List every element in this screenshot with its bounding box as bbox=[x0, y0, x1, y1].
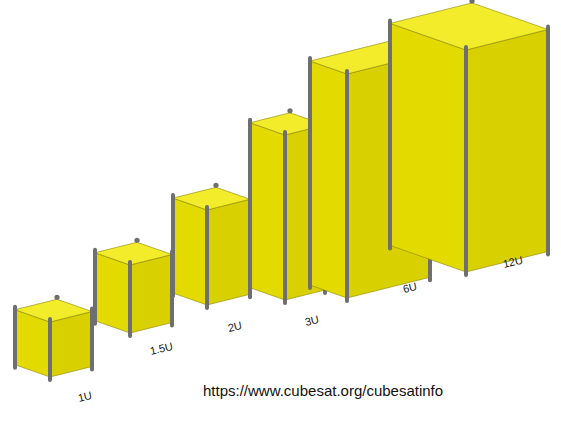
cubesat-rail bbox=[345, 71, 349, 301]
cubesat-face bbox=[390, 23, 466, 272]
size-label: 3U bbox=[304, 313, 320, 328]
cubesat-rail bbox=[93, 250, 97, 324]
source-url: https://www.cubesat.org/cubesatinfo bbox=[203, 382, 443, 399]
rail-end bbox=[213, 183, 218, 188]
cubesat-face bbox=[310, 61, 347, 298]
cubesat-rail bbox=[13, 307, 17, 368]
cubesat-top bbox=[390, 3, 548, 50]
rail-end bbox=[54, 295, 59, 300]
cubesat-rail bbox=[308, 58, 312, 288]
cubesat-rail bbox=[205, 207, 209, 308]
cubesat-rail bbox=[171, 195, 175, 296]
size-label: 1.5U bbox=[149, 340, 174, 357]
cubesat-rail bbox=[546, 27, 550, 255]
cubesat-rail bbox=[388, 20, 392, 248]
cubesat-top bbox=[173, 187, 250, 210]
cubesat-rail bbox=[464, 47, 468, 275]
cubesat-face bbox=[207, 199, 250, 305]
cubesat-rail bbox=[48, 319, 52, 380]
cubesat-top bbox=[15, 299, 92, 322]
cubesat-rail bbox=[248, 120, 252, 291]
cubesat-face bbox=[50, 312, 92, 378]
cubesat-face bbox=[466, 30, 548, 273]
rail-end bbox=[469, 0, 474, 3]
cubesat-face bbox=[173, 198, 207, 305]
cubesat-face bbox=[95, 253, 130, 333]
size-label: 6U bbox=[402, 280, 418, 295]
rail-end bbox=[287, 108, 292, 113]
cubesat-face bbox=[130, 255, 172, 334]
cubesat-face bbox=[250, 123, 285, 300]
size-label: 2U bbox=[227, 319, 243, 334]
size-label: 1U bbox=[77, 389, 93, 404]
cubesat-rail bbox=[283, 132, 287, 303]
rail-end bbox=[134, 238, 139, 243]
cubesat-rail bbox=[128, 262, 132, 336]
cubesat-top bbox=[95, 242, 172, 265]
